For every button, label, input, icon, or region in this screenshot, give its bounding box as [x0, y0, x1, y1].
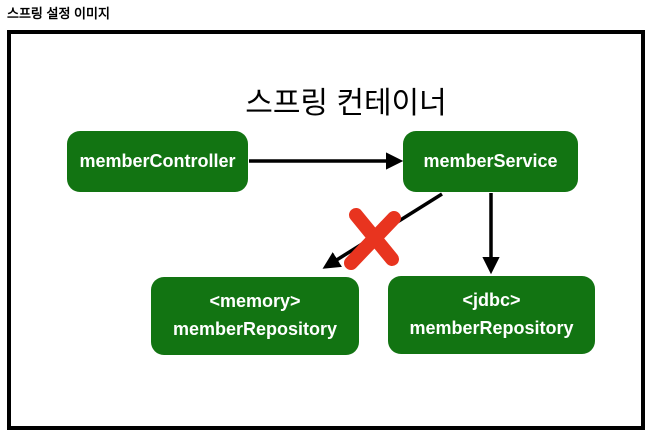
node-member-controller-label: memberController — [79, 150, 236, 171]
page-title: 스프링 설정 이미지 — [7, 6, 110, 21]
node-memory-member-repository: <memory> memberRepository — [151, 277, 359, 355]
node-memory-member-repository-label: memberRepository — [172, 319, 338, 339]
spring-container-box: 스프링 컨테이너 — [7, 30, 645, 430]
node-member-service: memberService — [403, 131, 578, 192]
node-jdbc-member-repository-type: <jdbc> — [462, 290, 521, 311]
node-memory-member-repository-type: <memory> — [209, 291, 301, 312]
node-member-service-label: memberService — [423, 150, 558, 171]
node-jdbc-member-repository-label: memberRepository — [409, 318, 574, 338]
node-member-controller: memberController — [67, 131, 248, 192]
node-jdbc-member-repository: <jdbc> memberRepository — [388, 276, 595, 354]
container-title: 스프링 컨테이너 — [245, 87, 447, 120]
